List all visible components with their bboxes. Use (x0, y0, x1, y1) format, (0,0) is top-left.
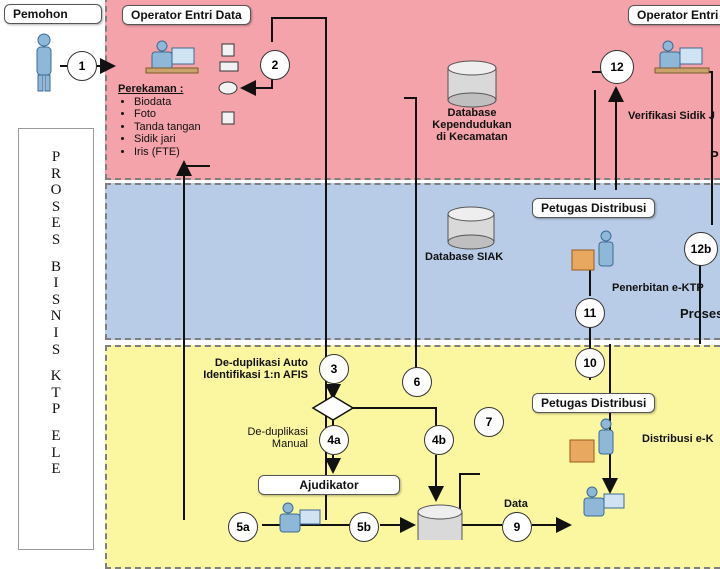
vertical-letter: S (51, 341, 61, 358)
perekaman-item: Tanda tangan (134, 121, 201, 134)
step-11: 11 (575, 298, 605, 328)
perekaman-list: Perekaman : Biodata Foto Tanda tangan Si… (118, 83, 201, 158)
dedup-manual-line: De-duplikasi (247, 426, 308, 438)
perekaman-item: Foto (134, 108, 201, 121)
db-kecamatan-line: di Kecamatan (436, 131, 508, 143)
perekaman-item: Sidik jari (134, 133, 201, 146)
dedup-auto-label: De-duplikasi Auto Identifikasi 1:n AFIS (188, 357, 308, 381)
person-icons (36, 33, 710, 533)
vertical-letter: E (51, 215, 61, 232)
perekaman-item: Biodata (134, 96, 201, 109)
vertical-letter: I (53, 275, 59, 292)
db-siak-label: Database SIAK (425, 251, 504, 263)
step-3: 3 (319, 354, 349, 384)
verifikasi-label: Verifikasi Sidik J (628, 110, 715, 122)
step-5b: 5b (349, 512, 379, 542)
penerbitan-label: Penerbitan e-KTP (612, 282, 704, 294)
device-icons (218, 43, 239, 125)
role-petugas-distribusi-yellow: Petugas Distribusi (532, 393, 656, 413)
step-4b: 4b (424, 425, 454, 455)
step-12b: 12b (684, 232, 718, 266)
role-pemohon: Pemohon (4, 4, 102, 24)
db-kecamatan-line: Kependudukan (432, 119, 512, 131)
database-cylinders (417, 60, 497, 540)
vertical-letter: S (51, 232, 61, 248)
step-12: 12 (600, 50, 634, 84)
vertical-letter: K (50, 368, 62, 385)
perekaman-title: Perekaman : (118, 83, 184, 95)
step-2: 2 (260, 50, 290, 80)
step-5a: 5a (228, 512, 258, 542)
vertical-letter: B (50, 258, 61, 275)
decision-diamond (311, 395, 355, 421)
data-label: Data (504, 498, 528, 510)
vertical-letter: L (51, 444, 61, 461)
vertical-letter: R (50, 165, 61, 182)
vertical-letter: T (51, 384, 61, 401)
step-4a: 4a (319, 425, 349, 455)
vertical-letter: O (50, 182, 62, 199)
role-operator-entri-right: Operator Entri (628, 5, 720, 25)
dedup-manual-line: Manual (271, 438, 308, 450)
dedup-auto-line: De-duplikasi Auto (214, 357, 308, 369)
dedup-auto-line: Identifikasi 1:n AFIS (203, 369, 308, 381)
db-kecamatan-label: Database Kependudukan di Kecamatan (412, 107, 532, 143)
vertical-letter: N (50, 308, 62, 325)
role-operator-entri-data: Operator Entri Data (122, 5, 251, 25)
vertical-letter: I (53, 325, 59, 341)
distribusi-label: Distribusi e-K (642, 433, 714, 445)
step-1: 1 (67, 51, 97, 81)
vertical-letter: E (51, 461, 61, 478)
step-7: 7 (474, 407, 504, 437)
step-9: 9 (502, 512, 532, 542)
vertical-letter: P (51, 149, 61, 165)
perekaman-item: Iris (FTE) (134, 146, 201, 159)
vertical-letter: E (51, 428, 61, 444)
vertical-letter: P (51, 401, 61, 418)
step-10: 10 (575, 348, 605, 378)
dedup-manual-label: De-duplikasi Manual (238, 426, 308, 450)
vertical-letter: S (51, 291, 61, 308)
role-ajudikator: Ajudikator (258, 475, 400, 495)
role-petugas-distribusi-blue: Petugas Distribusi (532, 198, 656, 218)
p-right-label: P (710, 148, 719, 163)
proses-right-label: Proses (680, 306, 720, 321)
vertical-letter: S (51, 198, 61, 215)
step-6: 6 (402, 367, 432, 397)
db-kecamatan-line: Database (447, 107, 497, 119)
flow-connectors (36, 17, 713, 540)
